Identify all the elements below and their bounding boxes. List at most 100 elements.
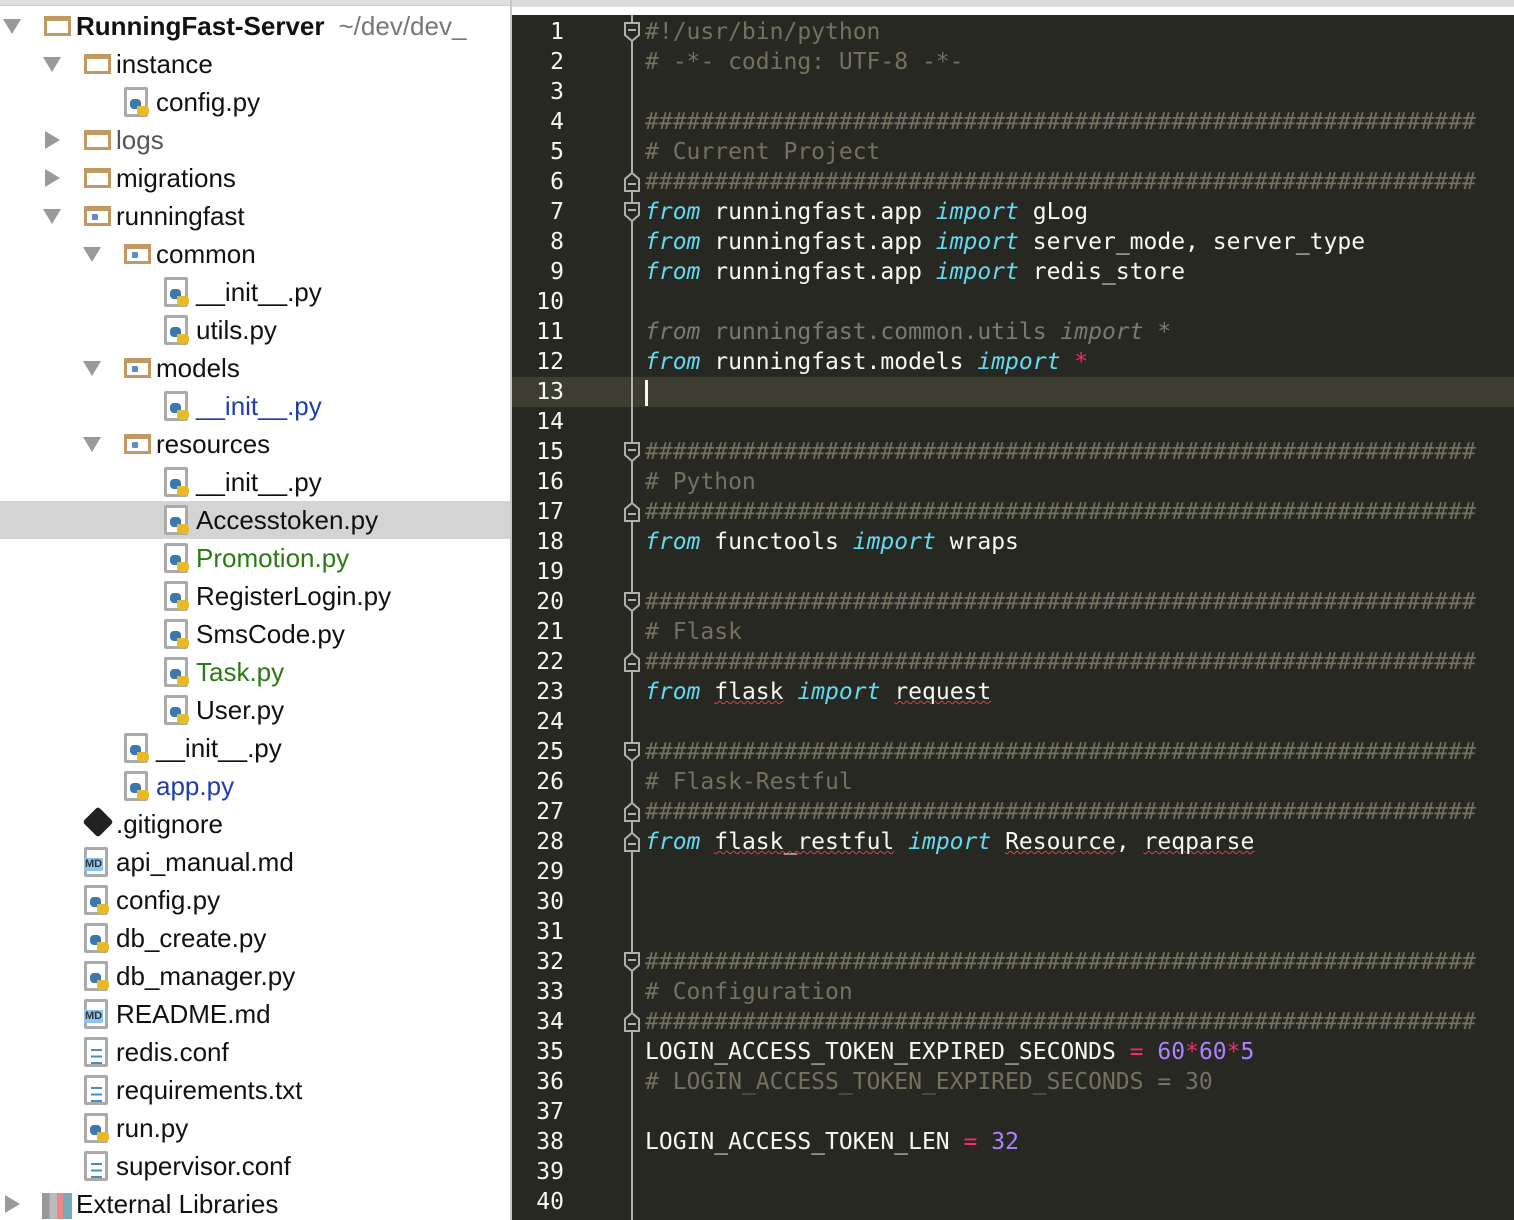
tree-item[interactable]: common [0,235,510,273]
tree-item[interactable]: config.py [0,881,510,919]
code-line[interactable]: 19 [512,557,1514,587]
tree-item[interactable]: models [0,349,510,387]
tree-item[interactable]: RegisterLogin.py [0,577,510,615]
tree-item[interactable]: run.py [0,1109,510,1147]
line-number: 32 [536,949,564,975]
tree-item[interactable]: __init__.py [0,463,510,501]
tree-item[interactable]: app.py [0,767,510,805]
tree-item[interactable]: config.py [0,83,510,121]
tree-item[interactable]: requirements.txt [0,1071,510,1109]
code-line[interactable]: 21# Flask [512,617,1514,647]
code-line[interactable]: 24 [512,707,1514,737]
expand-arrow-down-icon[interactable] [82,244,102,264]
code-line[interactable]: 20######################################… [512,587,1514,617]
code-line[interactable]: 27######################################… [512,797,1514,827]
code-line[interactable]: 4#######################################… [512,107,1514,137]
code-line[interactable]: 22######################################… [512,647,1514,677]
code-line[interactable]: 10 [512,287,1514,317]
fold-end-icon[interactable] [623,171,641,193]
code-token [880,679,894,705]
tree-item[interactable]: logs [0,121,510,159]
tree-item[interactable]: redis.conf [0,1033,510,1071]
code-line[interactable]: 31 [512,917,1514,947]
tree-item[interactable]: utils.py [0,311,510,349]
code-line[interactable]: 36# LOGIN_ACCESS_TOKEN_EXPIRED_SECONDS =… [512,1067,1514,1097]
code-line[interactable]: 5# Current Project [512,137,1514,167]
fold-end-icon[interactable] [623,831,641,853]
code-line[interactable]: 1#!/usr/bin/python [512,17,1514,47]
collapse-arrow-right-icon[interactable] [42,168,62,188]
code-text: #!/usr/bin/python [645,17,880,47]
code-line[interactable]: 17######################################… [512,497,1514,527]
code-line[interactable]: 30 [512,887,1514,917]
tree-item[interactable]: __init__.py [0,729,510,767]
text-file-icon [84,1037,108,1067]
code-line[interactable]: 14 [512,407,1514,437]
tree-item[interactable]: Task.py [0,653,510,691]
tree-item[interactable]: __init__.py [0,387,510,425]
tree-item[interactable]: Accesstoken.py [0,501,510,539]
fold-collapse-icon[interactable] [623,201,641,223]
expand-arrow-down-icon[interactable] [42,54,62,74]
code-line[interactable]: 13 [512,377,1514,407]
tree-item[interactable]: resources [0,425,510,463]
tree-item[interactable]: __init__.py [0,273,510,311]
code-line[interactable]: 32######################################… [512,947,1514,977]
tree-item[interactable]: instance [0,45,510,83]
fold-end-icon[interactable] [623,1011,641,1033]
code-line[interactable]: 33# Configuration [512,977,1514,1007]
tree-item[interactable]: External Libraries [0,1185,510,1220]
tree-item[interactable]: db_manager.py [0,957,510,995]
fold-collapse-icon[interactable] [623,951,641,973]
tree-item[interactable]: SmsCode.py [0,615,510,653]
code-line[interactable]: 16# Python [512,467,1514,497]
fold-collapse-icon[interactable] [623,21,641,43]
fold-collapse-icon[interactable] [623,441,641,463]
fold-collapse-icon[interactable] [623,741,641,763]
code-line[interactable]: 15######################################… [512,437,1514,467]
expand-arrow-down-icon[interactable] [2,16,22,36]
code-line[interactable]: 2# -*- coding: UTF-8 -*- [512,47,1514,77]
tree-item[interactable]: .gitignore [0,805,510,843]
code-line[interactable]: 3 [512,77,1514,107]
fold-end-icon[interactable] [623,501,641,523]
md-badge: MD [84,858,104,871]
fold-end-icon[interactable] [623,801,641,823]
tree-item[interactable]: User.py [0,691,510,729]
panel-splitter[interactable] [510,0,512,1220]
code-line[interactable]: 34######################################… [512,1007,1514,1037]
tree-item[interactable]: supervisor.conf [0,1147,510,1185]
code-line[interactable]: 37 [512,1097,1514,1127]
fold-end-icon[interactable] [623,651,641,673]
tree-item[interactable]: Promotion.py [0,539,510,577]
fold-collapse-icon[interactable] [623,591,641,613]
tree-item[interactable]: db_create.py [0,919,510,957]
code-line[interactable]: 26# Flask-Restful [512,767,1514,797]
expand-arrow-down-icon[interactable] [82,358,102,378]
tree-item[interactable]: RunningFast-Server~/dev/dev_ [0,7,510,45]
code-line[interactable]: 29 [512,857,1514,887]
tree-item[interactable]: migrations [0,159,510,197]
expand-arrow-down-icon[interactable] [42,206,62,226]
code-line[interactable]: 6#######################################… [512,167,1514,197]
collapse-arrow-right-icon[interactable] [2,1194,22,1214]
code-line[interactable]: 40 [512,1187,1514,1217]
collapse-arrow-right-icon[interactable] [42,130,62,150]
code-line[interactable]: 25######################################… [512,737,1514,767]
code-line[interactable]: 39 [512,1157,1514,1187]
expand-arrow-down-icon[interactable] [82,434,102,454]
tree-item[interactable]: runningfast [0,197,510,235]
